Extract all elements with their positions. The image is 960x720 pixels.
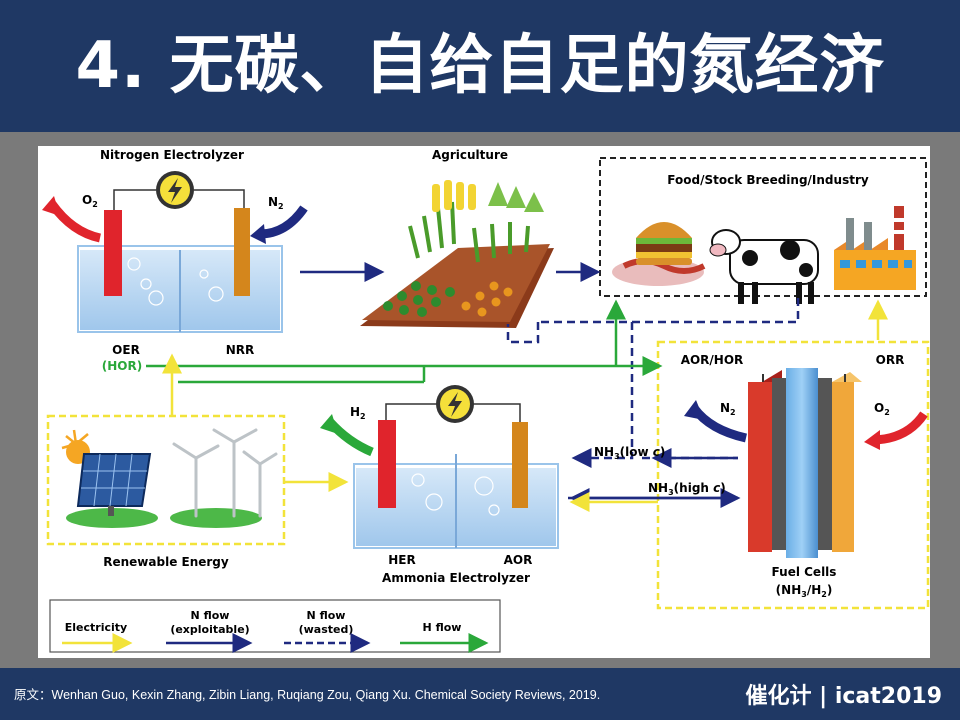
cathode-electrode <box>234 208 250 296</box>
anode-electrode <box>378 420 396 508</box>
cathode-electrode <box>512 422 528 508</box>
ammonia-electrolyzer-title: Ammonia Electrolyzer <box>382 571 530 585</box>
food-industry-box <box>599 157 927 297</box>
o2-label: O2 <box>82 193 98 209</box>
legend-h-flow: H flow <box>423 621 462 634</box>
nitrogen-electrolyzer-title: Nitrogen Electrolyzer <box>100 148 244 162</box>
o2-in-arrow <box>875 411 928 445</box>
food-industry-title: Food/Stock Breeding/Industry <box>667 173 869 187</box>
legend-electricity: Electricity <box>65 621 127 634</box>
fc-o2-label: O2 <box>874 401 890 417</box>
n2-in-arrow <box>259 205 308 239</box>
fc-n2-label: N2 <box>720 401 736 417</box>
header-bar: 4. 无碳、自给自足的氮经济 <box>0 0 960 132</box>
factory-icon <box>834 206 916 290</box>
aor-hor-label: AOR/HOR <box>681 353 744 367</box>
renewable-energy-box <box>46 414 286 546</box>
her-label: HER <box>388 553 415 567</box>
o2-out-arrow <box>48 201 102 243</box>
h2-label: H2 <box>350 405 366 421</box>
solar-panel-icon <box>61 429 158 528</box>
footer-bar: 原文：Wenhan Guo, Kexin Zhang, Zibin Liang,… <box>0 668 960 720</box>
renewable-energy-title: Renewable Energy <box>103 555 229 569</box>
page-title: 4. 无碳、自给自足的氮经济 <box>75 29 885 103</box>
lightning-icon <box>436 385 474 423</box>
ammonia-electrolyzer: H2 <box>320 385 559 549</box>
citation-text: 原文：Wenhan Guo, Kexin Zhang, Zibin Liang,… <box>14 688 601 702</box>
lightning-icon <box>156 171 194 209</box>
n2-label: N2 <box>268 195 284 211</box>
fuel-cell-stack <box>748 368 862 558</box>
nh3-high-label: NH3(high c) <box>648 481 726 497</box>
anode-electrode <box>104 210 122 296</box>
nitrogen-economy-diagram: Nitrogen Electrolyzer O2 N2 OER (HOR) NR… <box>42 148 930 653</box>
diagram-panel: Nitrogen Electrolyzer O2 N2 OER (HOR) NR… <box>38 146 930 658</box>
aor-label: AOR <box>504 553 533 567</box>
fuel-cells-box <box>656 340 930 610</box>
oer-label: OER <box>112 343 140 357</box>
nitrogen-electrolyzer: O2 N2 <box>42 171 308 333</box>
svg-text:(exploitable): (exploitable) <box>170 623 249 636</box>
wind-turbine-icon <box>170 428 278 528</box>
hor-label: (HOR) <box>102 359 142 373</box>
orr-label: ORR <box>876 353 905 367</box>
legend-n-flow-wasted: N flow <box>307 609 346 622</box>
burger-icon <box>612 222 706 286</box>
fuel-cells-title: Fuel Cells <box>772 565 837 579</box>
svg-text:(wasted): (wasted) <box>299 623 354 636</box>
agriculture-title: Agriculture <box>432 148 508 162</box>
cow-icon <box>709 229 819 304</box>
h2-out-arrow <box>326 418 374 457</box>
legend-n-flow-exploitable: N flow <box>191 609 230 622</box>
fuel-cells-subtitle: (NH3/H2) <box>776 583 833 599</box>
legend: Electricity N flow (exploitable) N flow … <box>49 599 501 653</box>
nh3-low-label: NH3(low c) <box>594 445 665 461</box>
nrr-label: NRR <box>226 343 255 357</box>
wasted-n-flow-line <box>538 298 800 324</box>
brand-logo-text: 催化计 | icat2019 <box>745 684 942 709</box>
agriculture-field-icon <box>360 180 554 328</box>
